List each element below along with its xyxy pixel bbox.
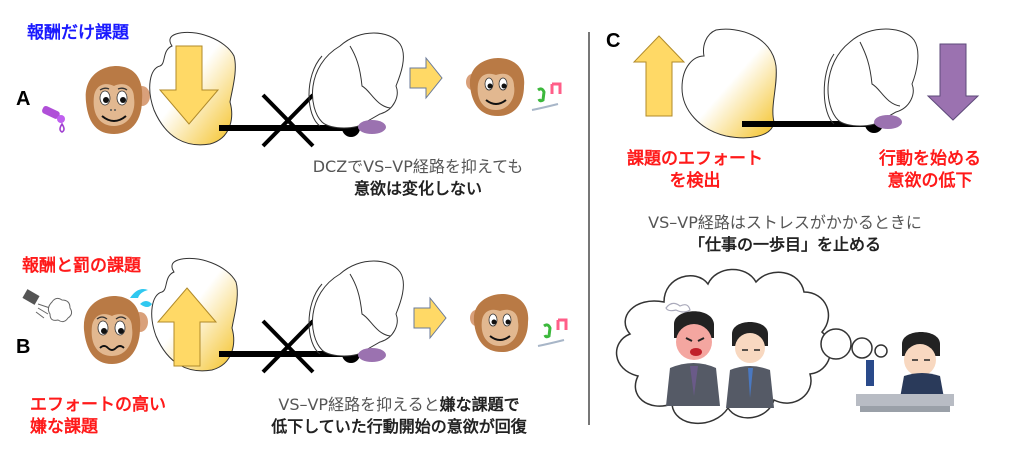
air-puff-icon bbox=[22, 289, 73, 323]
down-arrow-icon bbox=[158, 45, 220, 125]
panel-c-caption-line2: 「仕事の一歩目」を止める bbox=[688, 235, 881, 254]
brain-striatum-icon bbox=[681, 28, 777, 139]
sweat-drop-icon bbox=[130, 289, 152, 307]
tired-worker-icon bbox=[856, 332, 954, 412]
up-arrow-icon bbox=[156, 287, 218, 367]
panel-a-letter: A bbox=[16, 88, 31, 110]
panel-b-subtitle-line2: 嫌な課題 bbox=[30, 417, 98, 437]
music-notes-icon bbox=[537, 318, 568, 347]
panel-b-caption-line1-bold: 嫌な課題で bbox=[439, 395, 520, 414]
monkey-happy-icon bbox=[85, 66, 150, 134]
brain-pallidum-icon bbox=[308, 260, 404, 362]
panel-a-caption-line2: 意欲は変化しない bbox=[353, 179, 482, 198]
panel-c-left-label: 課題のエフォート を検出 bbox=[610, 148, 780, 192]
panel-c-right-label-line2: 意欲の低下 bbox=[887, 171, 973, 191]
panel-c-right-label-line1: 行動を始める bbox=[879, 149, 981, 169]
panel-b-subtitle-line1: エフォートの高い bbox=[30, 395, 166, 415]
monkey-happy-icon bbox=[470, 294, 529, 352]
down-arrow-icon bbox=[926, 43, 980, 121]
panel-a-title: 報酬だけ課題 bbox=[27, 23, 129, 43]
right-arrow-icon bbox=[413, 296, 447, 340]
worried-worker-icon bbox=[726, 322, 774, 408]
music-notes-icon bbox=[531, 82, 562, 111]
right-arrow-icon bbox=[409, 56, 443, 100]
angry-boss-icon bbox=[665, 302, 720, 406]
panel-c-left-label-line1: 課題のエフォート bbox=[627, 149, 763, 169]
brain-pallidum-icon bbox=[308, 32, 404, 134]
panel-b-title: 報酬と罰の課題 bbox=[22, 256, 141, 276]
panel-divider bbox=[588, 32, 590, 425]
panel-c-letter: C bbox=[606, 30, 621, 52]
panel-b-subtitle: エフォートの高い 嫌な課題 bbox=[30, 394, 166, 438]
panel-b-caption: VS–VP経路を抑えると嫌な課題で 低下していた行動開始の意欲が回復 bbox=[234, 394, 564, 438]
panel-c-left-label-line2: を検出 bbox=[669, 171, 721, 191]
monkey-happy-icon bbox=[466, 58, 525, 116]
up-arrow-icon bbox=[632, 35, 686, 117]
panel-a-caption: DCZでVS–VP経路を抑えても 意欲は変化しない bbox=[268, 156, 568, 200]
monkey-worried-icon bbox=[83, 296, 148, 364]
panel-b-caption-line2: 低下していた行動開始の意欲が回復 bbox=[271, 417, 527, 436]
juice-drop-icon bbox=[42, 105, 65, 133]
panel-b-caption-line1-normal: VS–VP経路を抑えると bbox=[278, 395, 440, 414]
panel-b-letter: B bbox=[16, 336, 31, 358]
brain-pallidum-icon bbox=[823, 28, 919, 129]
panel-c-caption: VS–VP経路はストレスがかかるときに 「仕事の一歩目」を止める bbox=[620, 212, 950, 256]
panel-c-right-label: 行動を始める 意欲の低下 bbox=[870, 148, 990, 192]
panel-c-caption-line1: VS–VP経路はストレスがかかるときに bbox=[648, 213, 922, 232]
panel-a-caption-line1: DCZでVS–VP経路を抑えても bbox=[312, 157, 524, 176]
